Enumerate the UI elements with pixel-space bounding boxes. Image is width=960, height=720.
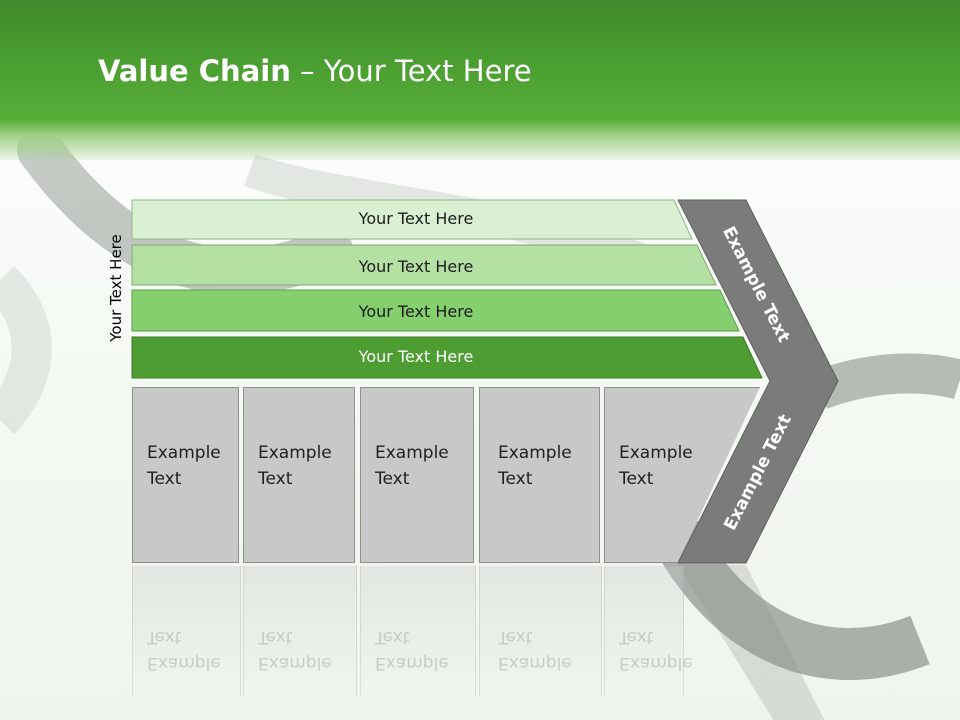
- bar-label-1: Your Text Here: [358, 209, 474, 228]
- title-rest: – Your Text Here: [290, 54, 532, 88]
- box-line2: Text: [147, 469, 182, 489]
- title-bold: Value Chain: [98, 54, 291, 88]
- bar-4[interactable]: [131, 336, 763, 379]
- box-line1: Example: [258, 443, 332, 463]
- bar-label-4: Your Text Here: [358, 347, 474, 366]
- box-line1: Example: [498, 443, 572, 463]
- box-line2: Text: [498, 469, 533, 489]
- box-line1: Example: [147, 443, 221, 463]
- page-title: Value Chain – Your Text Here: [98, 54, 532, 88]
- bar-label-2: Your Text Here: [358, 257, 474, 276]
- box-line2: Text: [619, 469, 654, 489]
- header-band: [0, 0, 960, 160]
- bar-2[interactable]: [131, 244, 717, 286]
- chevron-arrow[interactable]: [677, 199, 839, 564]
- bar-label-3: Your Text Here: [358, 302, 474, 321]
- box-line2: Text: [375, 469, 410, 489]
- box-line1: Example: [375, 443, 449, 463]
- box-line2: Text: [258, 469, 293, 489]
- bar-1[interactable]: [131, 199, 693, 240]
- box-line1: Example: [619, 443, 693, 463]
- bar-3[interactable]: [131, 289, 740, 332]
- chevron-reflection: [678, 565, 825, 720]
